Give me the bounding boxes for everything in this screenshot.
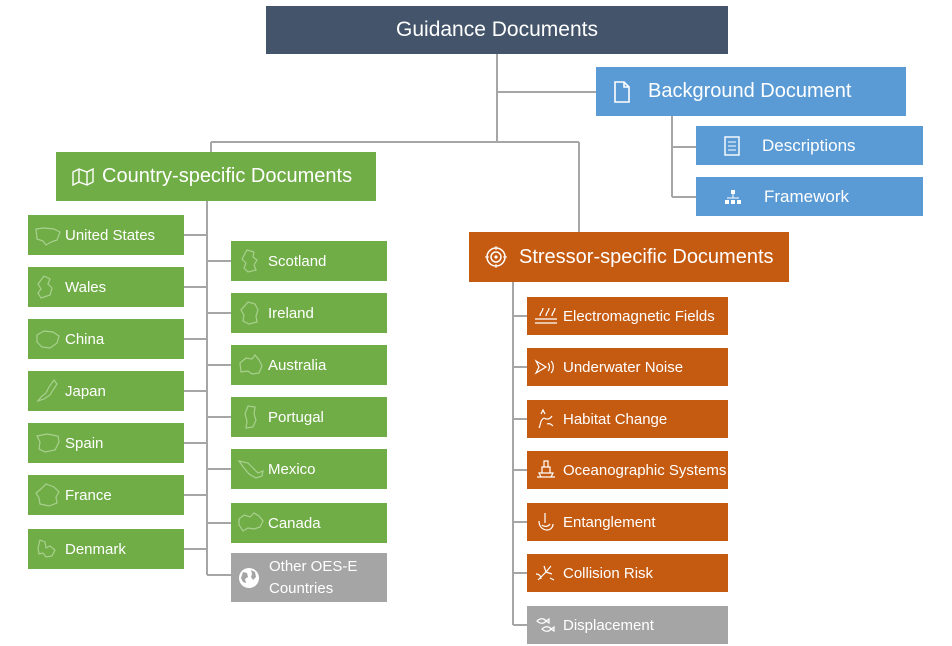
entanglement-icon: [533, 511, 559, 533]
ireland-map-icon: [237, 300, 265, 326]
stressor-electromagnetic-fields[interactable]: Electromagnetic Fields: [527, 297, 728, 335]
portugal-map-icon: [237, 404, 265, 430]
country-united-states[interactable]: United States: [28, 215, 184, 255]
fish-icon: [533, 615, 559, 635]
stressor-specific-documents-title: Stressor-specific Documents: [519, 245, 774, 268]
country-label: United States: [65, 226, 156, 244]
document-icon: [612, 80, 632, 103]
stressor-entanglement[interactable]: Entanglement: [527, 503, 728, 541]
hierarchy-icon: [724, 189, 742, 205]
stressor-label: Oceanographic Systems: [563, 461, 727, 479]
scotland-map-icon: [237, 248, 265, 274]
country-france[interactable]: France: [28, 475, 184, 515]
collision-icon: [533, 562, 559, 584]
country-canada[interactable]: Canada: [231, 503, 387, 543]
background-document-box[interactable]: Background Document: [596, 67, 906, 116]
country-australia[interactable]: Australia: [231, 345, 387, 385]
denmark-map-icon: [34, 536, 62, 562]
stressor-oceanographic-systems[interactable]: Oceanographic Systems: [527, 451, 728, 489]
framework-box[interactable]: Framework: [696, 177, 923, 216]
country-label: Ireland: [268, 304, 314, 322]
mexico-map-icon: [237, 457, 265, 481]
country-label: Canada: [268, 514, 321, 532]
country-portugal[interactable]: Portugal: [231, 397, 387, 437]
country-label: Wales: [65, 278, 107, 296]
country-spain[interactable]: Spain: [28, 423, 184, 463]
japan-map-icon: [34, 378, 62, 404]
framework-label: Framework: [764, 186, 850, 206]
country-label: France: [65, 486, 112, 504]
country-label: Australia: [268, 356, 327, 374]
guidance-documents-title: Guidance Documents: [396, 18, 598, 41]
canada-map-icon: [237, 511, 265, 535]
map-icon: [72, 167, 94, 187]
china-map-icon: [34, 327, 62, 351]
globe-icon: [237, 566, 261, 590]
stressor-label: Collision Risk: [563, 564, 654, 582]
country-label: Mexico: [268, 460, 316, 478]
noise-icon: [533, 357, 559, 377]
country-label: Japan: [65, 382, 106, 400]
country-label: Spain: [65, 434, 104, 452]
stressor-label: Displacement: [563, 616, 654, 634]
stressor-label: Habitat Change: [563, 410, 668, 428]
descriptions-box[interactable]: Descriptions: [696, 126, 923, 165]
list-icon: [724, 135, 740, 156]
electromagnetic-icon: [533, 306, 559, 326]
other-countries-label-line1: Other OES-E: [269, 557, 358, 575]
stressor-displacement[interactable]: Displacement: [527, 606, 728, 644]
stressor-collision-risk[interactable]: Collision Risk: [527, 554, 728, 592]
stressor-label: Entanglement: [563, 513, 656, 531]
country-denmark[interactable]: Denmark: [28, 529, 184, 569]
country-specific-documents-box[interactable]: Country-specific Documents: [56, 152, 376, 201]
wales-map-icon: [34, 274, 62, 300]
stressor-underwater-noise[interactable]: Underwater Noise: [527, 348, 728, 386]
country-label: Scotland: [268, 252, 327, 270]
spain-map-icon: [34, 431, 62, 455]
stressor-habitat-change[interactable]: Habitat Change: [527, 400, 728, 438]
country-wales[interactable]: Wales: [28, 267, 184, 307]
country-japan[interactable]: Japan: [28, 371, 184, 411]
country-mexico[interactable]: Mexico: [231, 449, 387, 489]
habitat-icon: [533, 408, 559, 430]
country-label: Portugal: [268, 408, 324, 426]
other-countries-label-line2: Countries: [269, 579, 334, 597]
stressor-specific-documents-box[interactable]: Stressor-specific Documents: [469, 232, 789, 282]
australia-map-icon: [237, 353, 265, 377]
country-scotland[interactable]: Scotland: [231, 241, 387, 281]
country-label: China: [65, 330, 105, 348]
country-china[interactable]: China: [28, 319, 184, 359]
guidance-documents-box[interactable]: Guidance Documents: [266, 6, 728, 54]
stressor-label: Underwater Noise: [563, 358, 684, 376]
descriptions-label: Descriptions: [762, 135, 856, 155]
country-specific-documents-title: Country-specific Documents: [102, 165, 353, 187]
france-map-icon: [34, 482, 62, 508]
background-document-title: Background Document: [648, 80, 852, 102]
country-ireland[interactable]: Ireland: [231, 293, 387, 333]
buoy-icon: [533, 459, 559, 481]
target-icon: [485, 246, 507, 268]
country-label: Denmark: [65, 540, 126, 558]
stressor-label: Electromagnetic Fields: [563, 307, 715, 325]
united-states-map-icon: [34, 224, 62, 246]
country-other-oes-e[interactable]: Other OES-E Countries: [231, 553, 387, 602]
